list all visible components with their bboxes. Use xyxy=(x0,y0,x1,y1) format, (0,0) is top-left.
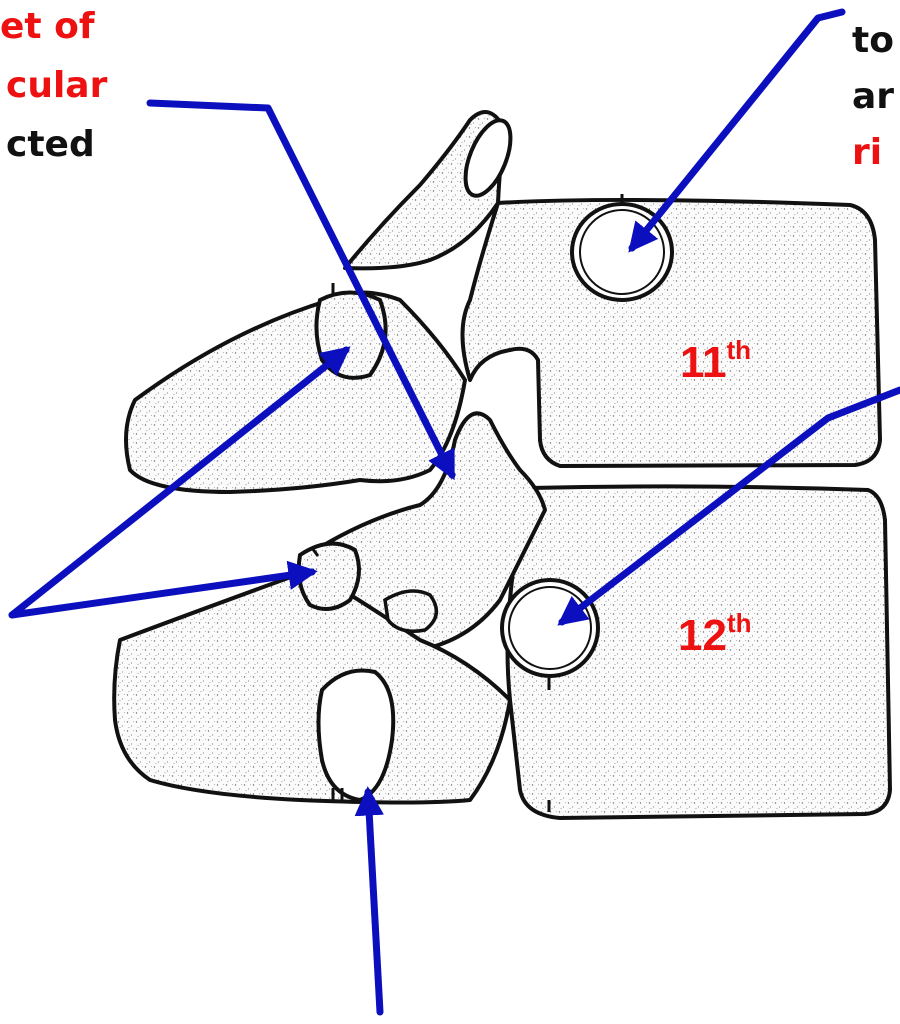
vertebra-12-number: 12 xyxy=(678,611,727,660)
vertebra-11-number: 11 xyxy=(680,338,727,387)
vertebra-11-label: 11th xyxy=(680,335,751,388)
superior-facet-12 xyxy=(299,544,359,609)
arrow-inferior-facet-12 xyxy=(368,792,380,1012)
rib-facet-12 xyxy=(502,580,598,676)
inferior-facet-12 xyxy=(319,670,394,800)
label-top-right-line3: ri xyxy=(852,128,882,178)
label-top-left-line2: cular xyxy=(6,61,107,111)
label-top-left-line3: cted xyxy=(6,120,95,170)
label-top-right-line1: to xyxy=(852,16,894,66)
vertebra-11-suffix: th xyxy=(727,335,752,365)
vertebra-12-label: 12th xyxy=(678,608,752,661)
label-top-right-line2: ar xyxy=(852,72,894,122)
vertebra-12-process-curl xyxy=(385,591,436,631)
vertebra-12-suffix: th xyxy=(727,608,752,638)
label-top-left-line1: et of xyxy=(0,2,95,52)
